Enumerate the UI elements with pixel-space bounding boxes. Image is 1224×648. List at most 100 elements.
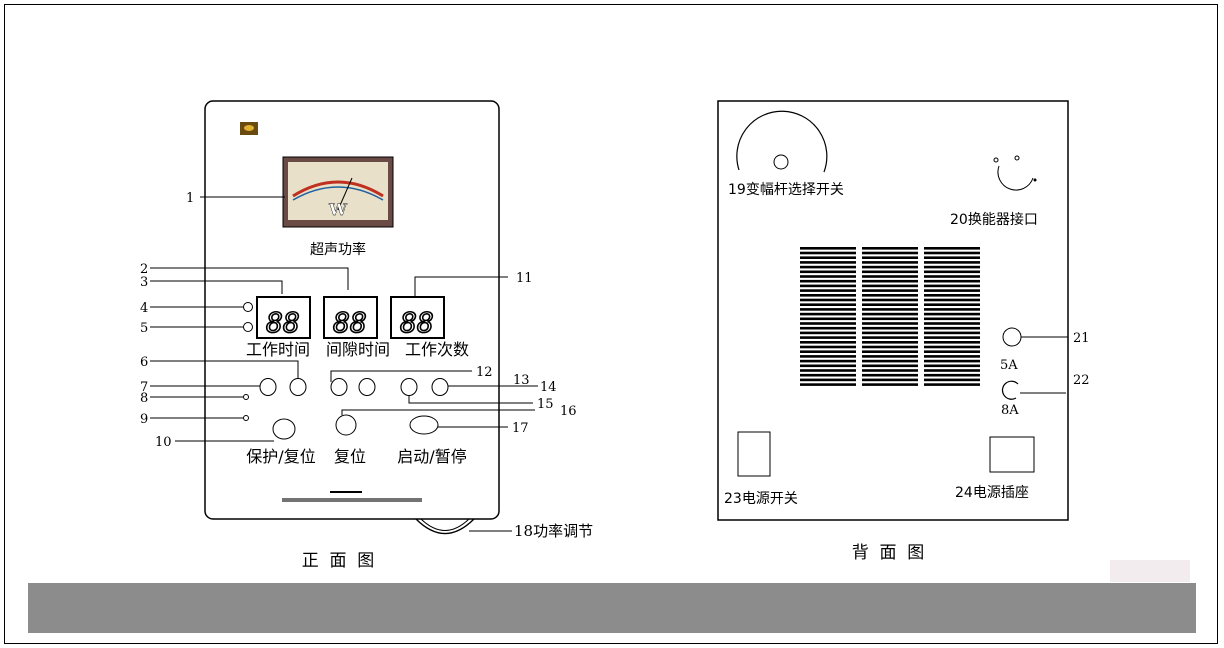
vent-slat	[924, 369, 980, 372]
callout-16: 16	[560, 404, 577, 419]
vent-slat	[862, 312, 918, 316]
start-pause-button[interactable]	[409, 415, 439, 435]
power-switch[interactable]	[737, 431, 771, 477]
label-protect-reset: 保护/复位	[246, 447, 315, 466]
label-interval-time: 间隙时间	[326, 340, 390, 359]
vent-slat	[800, 247, 856, 250]
callout-21: 21	[1073, 331, 1090, 346]
callout-7: 7	[140, 380, 148, 395]
vent-slat	[862, 359, 918, 363]
vent-slat	[862, 270, 918, 274]
callout-9: 9	[140, 412, 148, 427]
label-5a: 5A	[1000, 358, 1018, 373]
fuse-8a[interactable]	[1001, 380, 1019, 400]
display-interval-time-digits: 88	[333, 306, 367, 339]
vent-slat	[924, 275, 980, 278]
vent-slat	[862, 322, 918, 325]
vent-slat	[862, 373, 918, 377]
vent-slat	[924, 359, 980, 363]
vent-slat	[862, 308, 918, 311]
vent-slat	[924, 303, 980, 306]
vent-slat	[924, 322, 980, 325]
vent-slat	[862, 383, 918, 386]
vent-slat	[800, 265, 856, 269]
indicator-led-8	[243, 394, 249, 400]
callout-11: 11	[516, 271, 533, 286]
vent-slat	[924, 256, 980, 259]
vent-slat	[862, 369, 918, 372]
label-19-amplitude-switch: 19变幅杆选择开关	[728, 182, 844, 198]
vent-slat	[800, 322, 856, 325]
vent-slat	[924, 383, 980, 386]
label-20-transducer-port: 20换能器接口	[950, 211, 1038, 228]
vent-slat	[924, 317, 980, 321]
vent-slat	[862, 364, 918, 368]
protect-reset-button[interactable]	[272, 418, 296, 440]
power-knob[interactable]	[415, 518, 475, 534]
vent-slat	[862, 294, 918, 297]
vent-slat	[800, 294, 856, 297]
callout-6: 6	[140, 355, 148, 370]
reset-button[interactable]	[335, 414, 357, 436]
display-work-count-digits: 88	[400, 306, 434, 339]
vent-slat	[862, 378, 918, 382]
vent-slat	[800, 359, 856, 363]
button-7[interactable]	[259, 378, 277, 396]
back-panel-outline	[717, 100, 1069, 521]
vent-slat	[800, 261, 856, 264]
vent-slat	[862, 256, 918, 259]
vent-slat	[800, 298, 856, 302]
vent-slat	[800, 312, 856, 316]
power-socket[interactable]	[989, 436, 1035, 473]
vent-slat	[800, 364, 856, 368]
vent-slat	[800, 284, 856, 288]
vent-slat	[924, 350, 980, 353]
vent-slat	[862, 350, 918, 353]
callout-8: 8	[140, 391, 148, 406]
callout-15: 15	[537, 397, 554, 412]
indicator-led-5	[243, 322, 253, 332]
amplitude-switch-dial-icon	[736, 110, 828, 173]
callout-3: 3	[140, 275, 148, 290]
vent-slat	[800, 336, 856, 339]
vent-grille	[800, 247, 980, 386]
callout-14: 14	[540, 380, 557, 395]
vent-slat	[924, 373, 980, 377]
button-12-left[interactable]	[330, 378, 348, 396]
callout-4: 4	[140, 301, 148, 316]
callout-1: 1	[186, 191, 194, 206]
amplitude-switch-knob[interactable]	[773, 154, 789, 170]
vent-slat	[924, 270, 980, 274]
figure-frame	[4, 4, 1218, 644]
display-work-time: 88	[256, 296, 311, 340]
callout-18-power-adjust: 18功率调节	[514, 522, 593, 540]
meter-needle	[337, 177, 353, 211]
vent-slat	[800, 251, 856, 255]
vent-slat	[924, 298, 980, 302]
vent-slat	[800, 331, 856, 335]
vent-slat	[924, 261, 980, 264]
vent-slat	[924, 284, 980, 288]
power-meter: W	[282, 156, 394, 228]
vent-slat	[924, 355, 980, 358]
vent-slat	[924, 326, 980, 330]
vent-slat	[862, 247, 918, 250]
vent-slat	[800, 317, 856, 321]
callout-5: 5	[140, 321, 148, 336]
vent-slat	[862, 251, 918, 255]
vent-slat	[800, 369, 856, 372]
vent-slat	[924, 331, 980, 335]
button-15[interactable]	[400, 378, 418, 396]
vent-slat	[862, 275, 918, 278]
vent-slat	[800, 341, 856, 344]
button-13[interactable]	[431, 378, 449, 396]
button-6[interactable]	[289, 378, 307, 396]
vent-slat	[800, 355, 856, 358]
vent-slat	[924, 251, 980, 255]
meter-scale-arc-inner	[292, 186, 384, 201]
fuse-5a[interactable]	[1002, 327, 1022, 347]
transducer-port-icon[interactable]	[993, 155, 1037, 191]
button-12-right[interactable]	[358, 378, 376, 396]
label-start-pause: 启动/暂停	[397, 447, 466, 466]
